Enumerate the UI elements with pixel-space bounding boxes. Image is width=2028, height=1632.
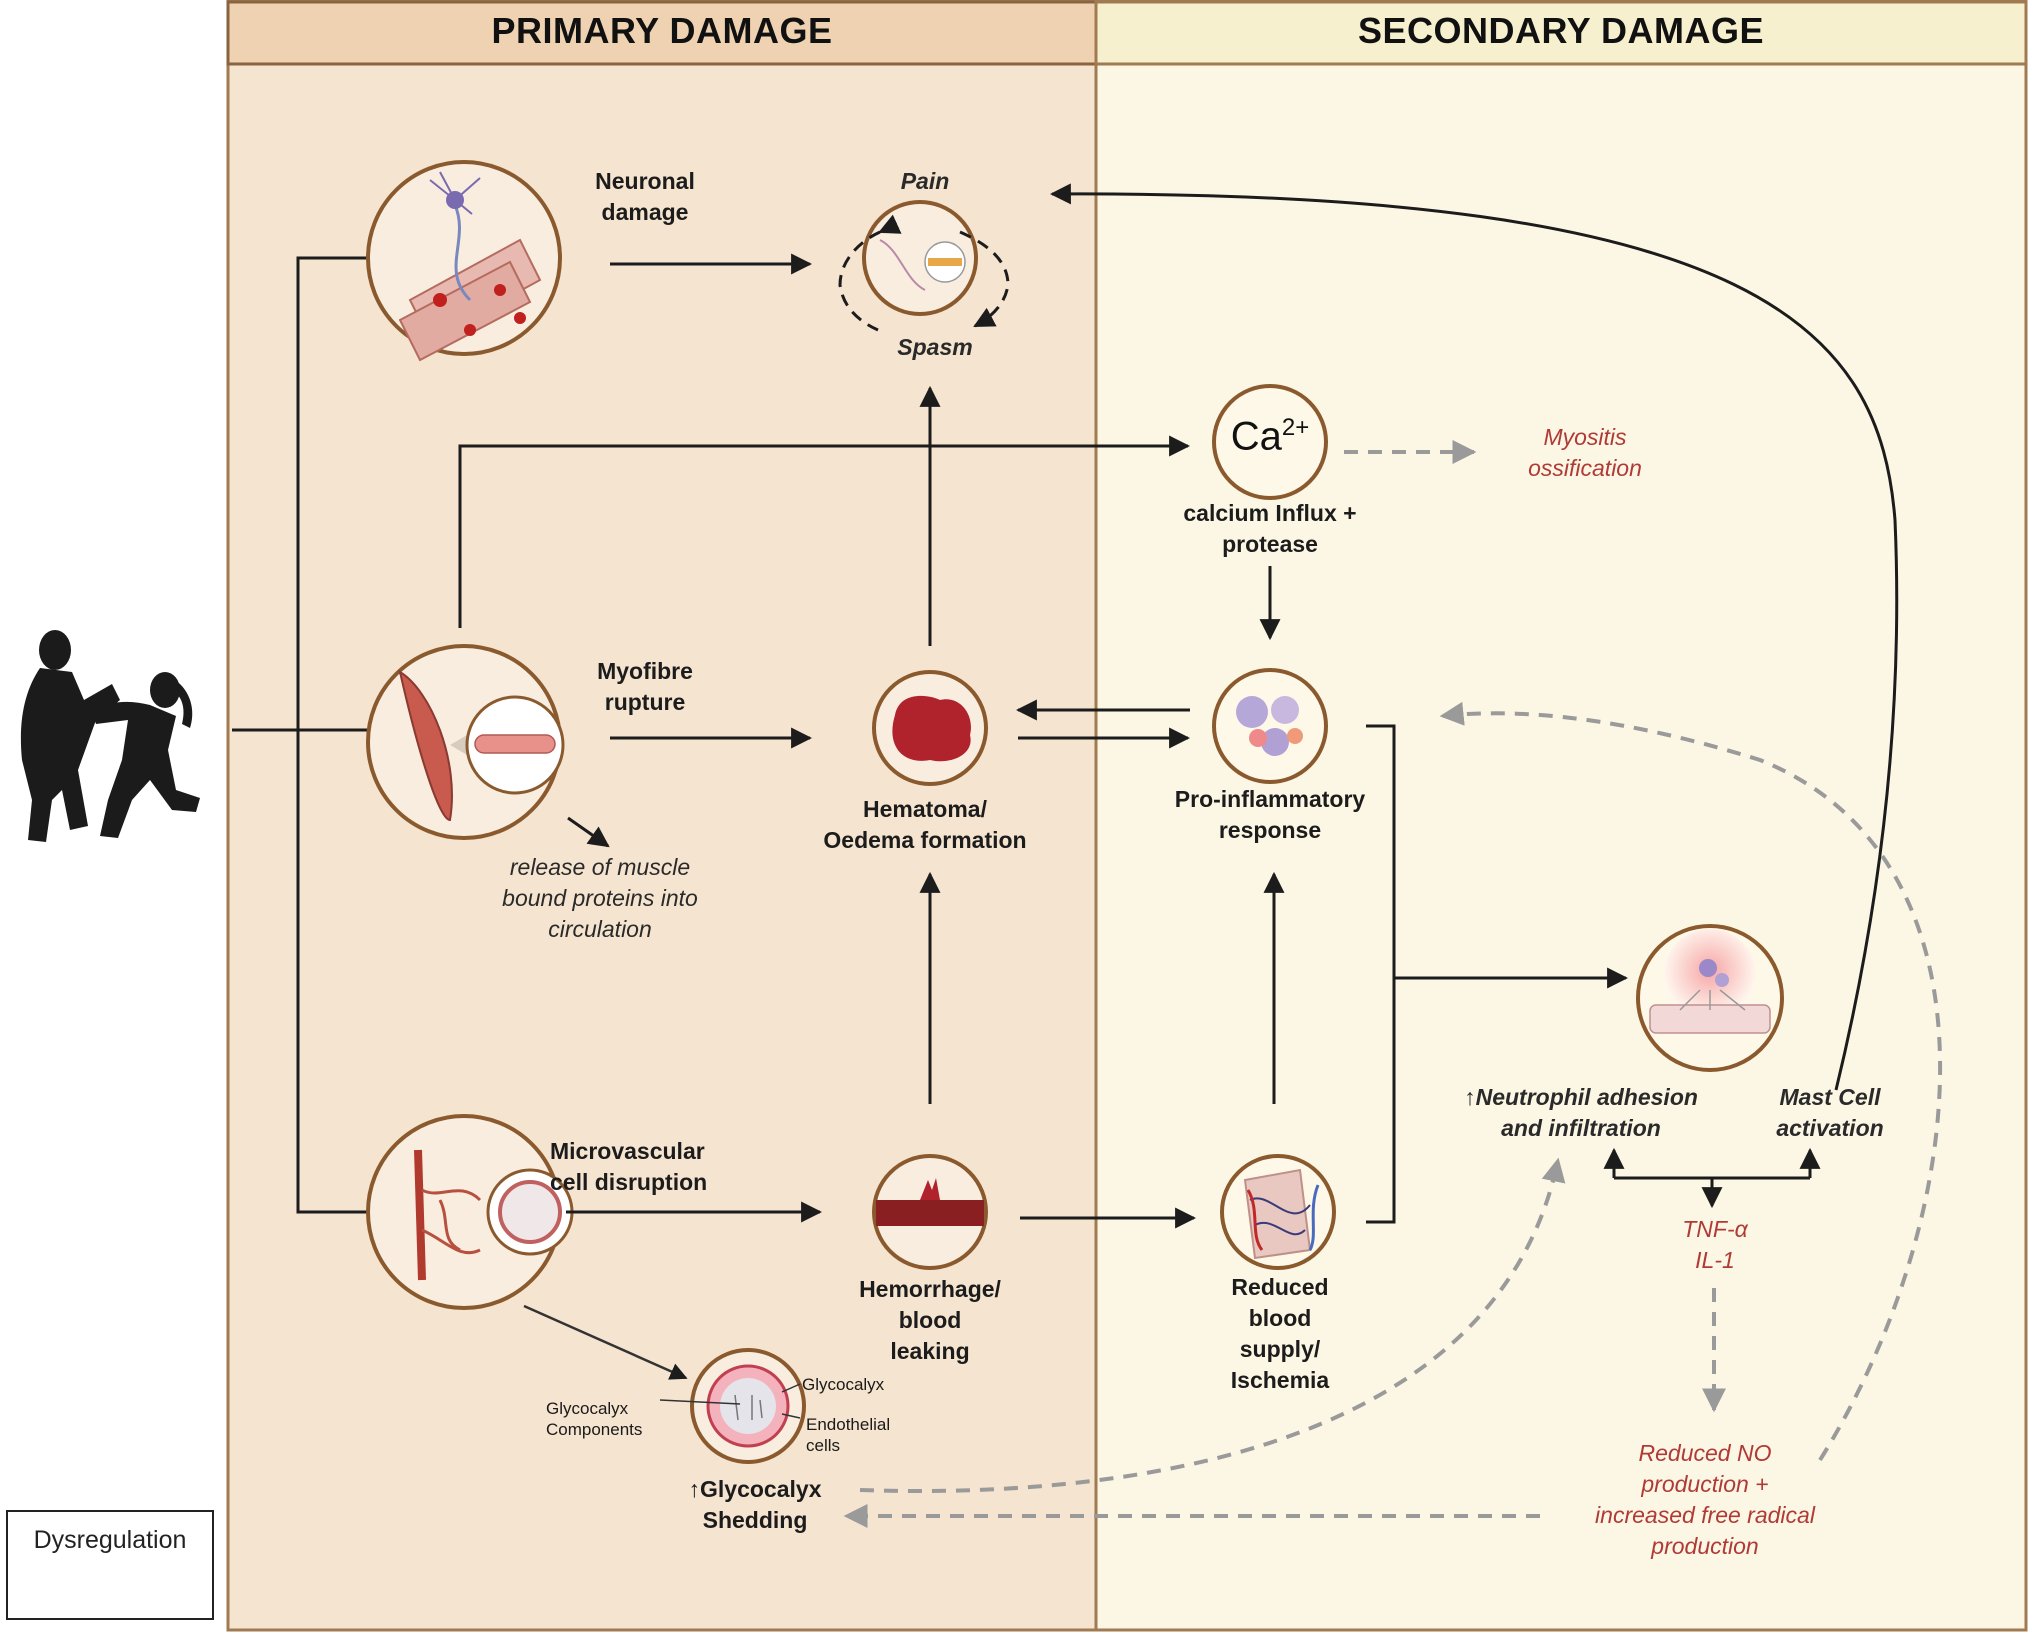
endothelial-cells-label: Endothelial cells <box>806 1415 891 1455</box>
myositis-label: Myositis ossification <box>1528 424 1642 481</box>
primary-header <box>226 0 1098 66</box>
arrow-microvascular-glycocalyx <box>523 1304 688 1380</box>
hemorrhage-label: Hemorrhage/ blood leaking <box>859 1276 1001 1364</box>
neuronal-damage-illustration <box>366 160 562 362</box>
proinflammatory-label: Pro-inflammatory response <box>1174 786 1366 843</box>
hemorrhage-illustration <box>872 1154 988 1270</box>
hematoma-illustration <box>872 670 988 786</box>
glycocalyx-label: Glycocalyx <box>802 1375 885 1394</box>
neutrophil-illustration <box>1636 924 1784 1072</box>
pain-label: Pain <box>900 168 950 194</box>
myofibre-rupture-illustration <box>366 644 565 840</box>
pain-spasm-illustration <box>838 200 1010 332</box>
glycocalyx-shedding-label: ↑Glycocalyx Shedding <box>688 1476 822 1533</box>
fighters-silhouette-icon <box>20 630 200 842</box>
arrow-myofibre-calcium <box>458 435 1191 628</box>
secondary-panel <box>1094 0 2028 1632</box>
microvascular-disruption-illustration <box>366 1114 574 1310</box>
release-proteins-label: release of muscle bound proteins into ci… <box>502 854 698 942</box>
legend-dysregulation-label: Dysregulation <box>33 1526 187 1554</box>
arrow-mastcell-pain <box>1049 183 1899 1091</box>
calcium-influx-label: calcium Influx + protease <box>1183 500 1357 557</box>
reduced-no-label: Reduced NO production + increased free r… <box>1595 1440 1815 1559</box>
neutrophil-label: ↑Neutrophil adhesion and infiltration <box>1464 1084 1698 1141</box>
dashed-arrow-reducedno-inflam <box>1439 701 1943 1462</box>
mast-cell-label: Mast Cell activation <box>1776 1084 1884 1141</box>
microvascular-label: Microvascular cell disruption <box>550 1138 708 1195</box>
calcium-symbol: Ca2+ <box>1230 414 1310 459</box>
myofibre-rupture-label: Myofibre rupture <box>597 658 693 715</box>
calcium-circle <box>1212 384 1328 500</box>
primary-damage-title: PRIMARY DAMAGE <box>491 10 833 51</box>
neuronal-damage-label: Neuronal damage <box>595 168 695 225</box>
bracket-inflam-ischemia <box>1366 724 1396 1224</box>
glycocalyx-components-label: Glycocalyx Components <box>546 1399 643 1439</box>
arrow-myofibre-release <box>567 816 610 848</box>
ischemia-illustration <box>1220 1154 1336 1270</box>
legend: Dysregulation <box>6 1510 214 1620</box>
secondary-damage-title: SECONDARY DAMAGE <box>1357 10 1765 51</box>
glycocalyx-illustration <box>659 1348 806 1464</box>
secondary-header <box>1094 0 2028 66</box>
reduced-blood-label: Reduced blood supply/ Ischemia <box>1230 1274 1330 1393</box>
hematoma-label: Hematoma/ Oedema formation <box>823 796 1027 853</box>
dashed-arrow-glycocalyx-neutrophil <box>859 1157 1566 1494</box>
spasm-label: Spasm <box>897 334 973 360</box>
proinflammatory-illustration <box>1212 668 1328 784</box>
tnf-il1-label: TNF-α IL-1 <box>1682 1216 1748 1273</box>
